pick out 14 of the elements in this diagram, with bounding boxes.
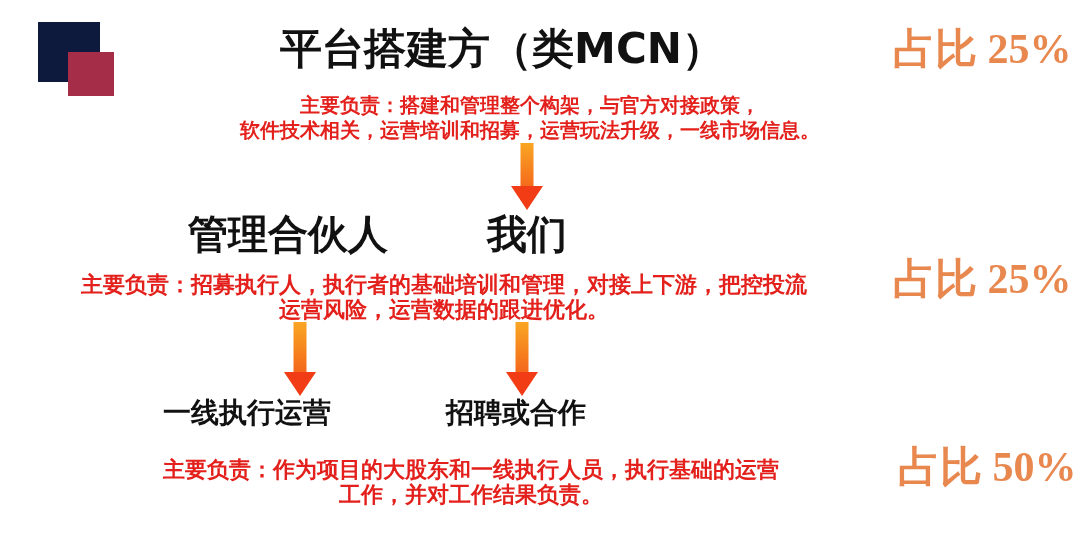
task-label: 招聘或合作	[446, 396, 586, 430]
node-heading: 平台搭建方（类MCN）	[280, 24, 724, 74]
arrow	[511, 143, 543, 210]
task-label: 一线执行运营	[163, 396, 331, 430]
role-label: 我们	[487, 210, 567, 258]
description-text: 主要负责：招募执行人，执行者的基础培训和管理，对接上下游，把控投流运营风险，运营数据的跟进优化。	[74, 272, 814, 322]
share-label: 占比 50%	[898, 443, 1077, 492]
description-text: 主要负责：作为项目的大股东和一线执行人员，执行基础的运营工作，并对工作结果负责。	[162, 457, 780, 507]
share-label: 占比 25%	[893, 25, 1072, 74]
arrow	[284, 322, 316, 396]
arrow	[506, 322, 538, 396]
share-label: 占比 25%	[893, 255, 1072, 304]
description-text: 主要负责：搭建和管理整个构架，与官方对接政策，软件技术相关，运营培训和招募，运营玩法升级，一线市场信息。	[238, 93, 821, 143]
role-label: 管理合伙人	[188, 210, 388, 258]
